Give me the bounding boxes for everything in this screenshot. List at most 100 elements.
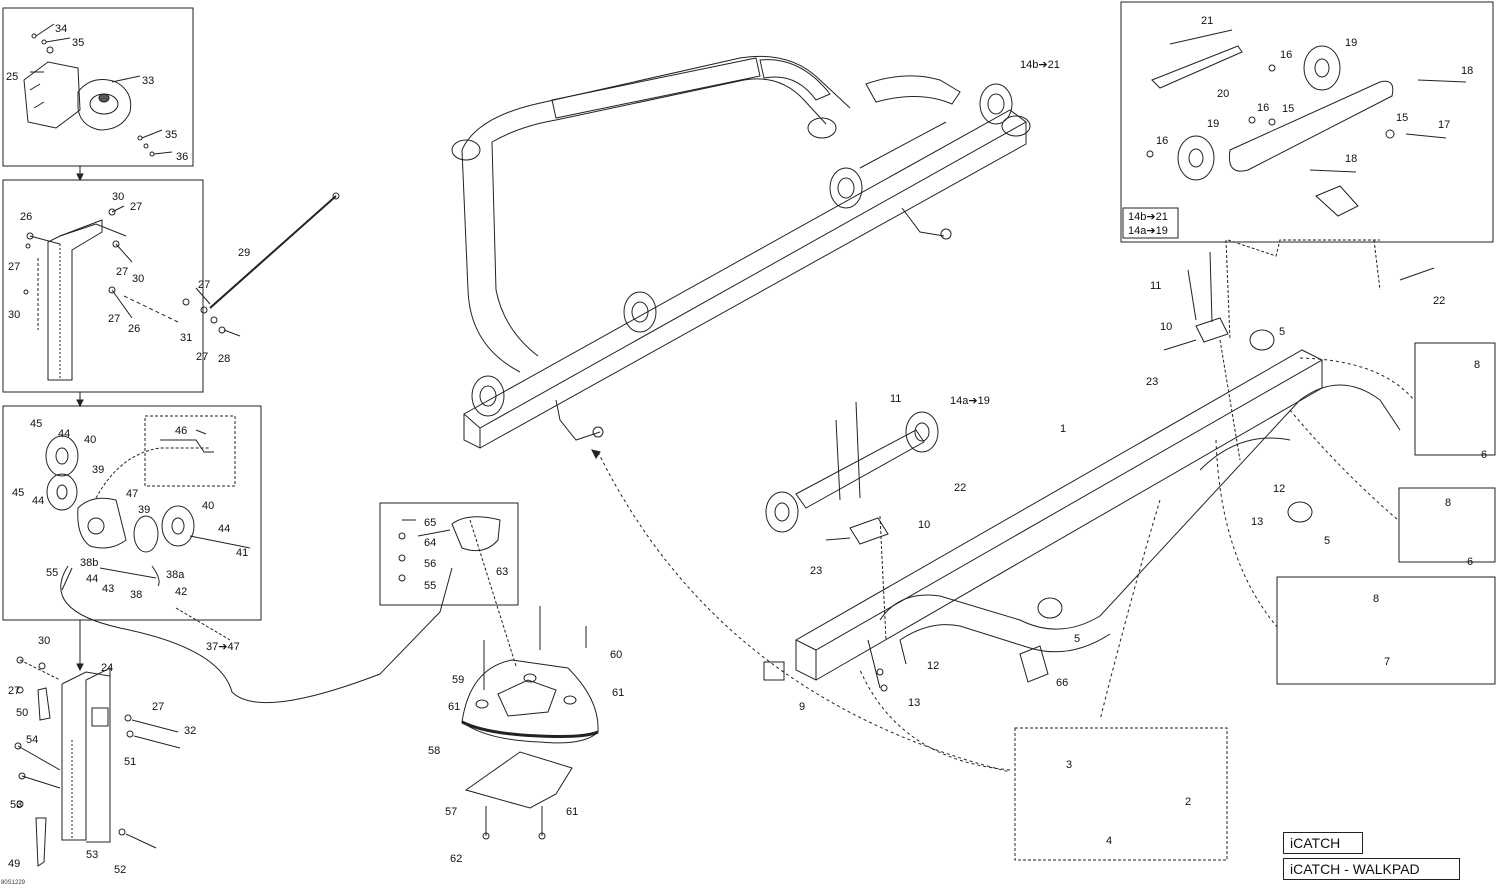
detail-box-walkpad-handle [379,502,519,606]
roller-beam [463,109,1027,429]
ref-label-r27f: 27 [196,351,208,363]
ref-label-r1: 1 [1060,423,1066,435]
ref-label-r20: 20 [1217,88,1229,100]
ref-label-r38b: 38b [80,557,98,569]
ref-label-r54: 54 [26,734,38,746]
legend-icatch: iCATCH [1283,832,1363,854]
ref-label-r8c: 8 [1373,593,1379,605]
ref-label-r46: 46 [175,425,187,437]
detail-box-guide-lower [1398,487,1496,563]
ref-label-r44a: 44 [58,428,70,440]
ref-label-r15b: 15 [1396,112,1408,124]
ref-label-r30a: 30 [112,191,124,203]
ref-label-r5c: 5 [1074,633,1080,645]
callout-main-roller-lower: 14a➔19 [950,395,990,407]
winch-post [47,219,103,381]
ref-label-r30c: 30 [8,309,20,321]
ref-label-r40a: 40 [84,434,96,446]
roller-wheel-2 [623,291,657,333]
ref-label-r55b: 55 [424,580,436,592]
ref-label-r12b: 12 [927,660,939,672]
winch-cover [77,79,132,131]
ref-label-r45b: 45 [12,487,24,499]
wheel-code-1: 14b➔21 [1128,211,1168,223]
wheel-axle-bar [1151,45,1243,89]
ref-label-r27h: 27 [152,701,164,713]
post-clip [35,817,47,867]
ref-label-r25: 25 [6,71,18,83]
detail-box-wheel-codes [1122,207,1179,239]
ref-label-r16c: 16 [1156,135,1168,147]
ref-label-r53b: 53 [86,849,98,861]
ref-label-r27d: 27 [108,313,120,325]
ref-label-r26a: 26 [20,211,32,223]
winch-crank [160,429,214,453]
ref-label-r27b: 27 [8,261,20,273]
detail-box-winch-post [2,179,204,393]
ref-label-r36: 36 [176,151,188,163]
bracket-plate [23,61,81,129]
ref-label-r44d: 44 [86,573,98,585]
detail-box-wheels [1120,1,1494,243]
winch-cable [60,565,453,704]
ref-label-r62: 62 [450,853,462,865]
walkpad [461,659,599,744]
ref-label-r47: 47 [126,488,138,500]
ref-label-r61c: 61 [566,806,578,818]
ref-label-r53a: 53 [10,799,22,811]
frame-cross-tube [879,384,1401,630]
ref-label-r8b: 8 [1445,497,1451,509]
ref-label-r5b: 5 [1324,535,1330,547]
ref-label-r30b: 30 [132,273,144,285]
ref-label-r2: 2 [1185,796,1191,808]
ref-label-r9: 9 [799,701,805,713]
ref-label-r43: 43 [102,583,114,595]
ref-label-r35a: 35 [72,37,84,49]
ref-label-r17: 17 [1438,119,1450,131]
ref-label-r38a: 38a [166,569,185,581]
ref-label-r23a: 23 [1146,376,1158,388]
ref-label-r5a: 5 [1279,326,1285,338]
ref-label-r13a: 13 [1251,516,1263,528]
detail-box-hardware [1014,727,1228,861]
ref-label-r60: 60 [610,649,622,661]
detail-box-guide-upper [1414,342,1496,456]
ref-label-r57: 57 [445,806,457,818]
ref-label-r18a: 18 [1461,65,1473,77]
end-cap [1019,645,1049,683]
ref-label-r59: 59 [452,674,464,686]
ref-label-r13b: 13 [908,697,920,709]
detail-wheel-upper [1303,45,1341,91]
ref-label-r30d: 30 [38,635,50,647]
ref-label-r31: 31 [180,332,192,344]
roller-wheel-4 [979,83,1013,125]
drawing-code: 80S1229 [1,880,26,886]
ref-label-r3: 3 [1066,759,1072,771]
ref-label-r65: 65 [424,517,436,529]
ref-label-r61a: 61 [612,687,624,699]
frame-pad-upper [551,57,761,119]
ref-label-r6a: 6 [1481,449,1487,461]
ref-label-r32: 32 [184,725,196,737]
ref-label-r28: 28 [218,353,230,365]
ref-label-r42: 42 [175,586,187,598]
ref-label-r27c: 27 [116,266,128,278]
ref-label-r19b: 19 [1207,118,1219,130]
detail-box-crank [144,415,236,487]
detail-box-winch [2,405,262,621]
ref-label-r23b: 23 [810,565,822,577]
ref-label-r39b: 39 [138,504,150,516]
ref-label-r44c: 44 [218,523,230,535]
ref-label-r7: 7 [1384,656,1390,668]
square-cap [763,661,785,681]
wheel-code-2: 14a➔19 [1128,225,1168,237]
ref-label-r8a: 8 [1474,359,1480,371]
ref-label-r15a: 15 [1282,103,1294,115]
roller-wheel-3 [829,167,863,209]
lower-post [61,667,111,841]
ref-label-r51: 51 [124,756,136,768]
frame-handle-tube [461,141,539,373]
ref-label-r21a: 21 [1201,15,1213,27]
ref-label-r11b: 11 [890,393,901,405]
